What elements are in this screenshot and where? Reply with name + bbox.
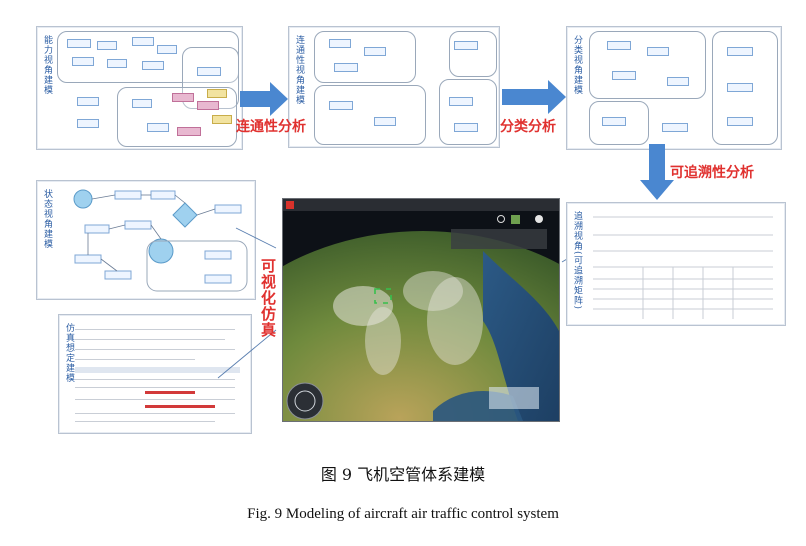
simulation-window [282,198,560,422]
form-line [75,379,235,380]
traceability-label: 追溯视角(可追溯矩阵) [572,211,582,311]
form-area [75,321,245,429]
form-line [75,387,235,388]
state-view-label: 状态视角建模 [42,189,52,249]
connectivity-view-panel: 连通性视角建模 [288,26,500,148]
connectivity-analysis-label: 连通性分析 [236,119,306,135]
connectivity-view-label: 连通性视角建模 [294,35,304,105]
diagram-node [329,101,353,110]
diagram-node [197,67,221,76]
diagram-node [67,39,91,48]
arrow-down [640,144,674,200]
arrow-right-1 [240,82,288,116]
diagram-node [667,77,689,86]
classification-view-label: 分类视角建模 [572,35,582,95]
traceability-panel: 追溯视角(可追溯矩阵) [566,202,786,326]
form-line [75,349,235,350]
state-view-panel: 状态视角建模 [36,180,256,300]
form-header [75,367,240,373]
form-line [75,359,195,360]
diagram-node [449,97,473,106]
simulation-config-panel: 仿真想定建模 [58,314,252,434]
diagram-node [147,123,169,132]
diagram-node [177,127,201,136]
diagram-node [97,41,117,50]
diagram-node [197,101,219,110]
figure-caption-chinese: 图 9 飞机空管体系建模 [320,465,486,484]
arrow-right-2 [502,80,566,114]
form-line [75,399,235,400]
diagram-node [727,83,753,92]
window-titlebar [283,199,559,211]
classification-view-panel: 分类视角建模 [566,26,782,150]
diagram-node [72,57,94,66]
diagram-node [727,117,753,126]
diagram-node [602,117,626,126]
figure-caption-english: Fig. 9 Modeling of aircraft air traffic … [247,506,559,522]
diagram-node [607,41,631,50]
traceability-analysis-label: 可追溯性分析 [670,165,754,181]
diagram-node [132,37,154,46]
visual-simulation-label: 可视化仿真 [259,258,277,338]
diagram-node [77,119,99,128]
form-line [75,339,225,340]
progress-bar [145,405,215,408]
diagram-node [727,47,753,56]
diagram-node [212,115,232,124]
form-line [75,421,215,422]
traceability-matrix [593,216,773,319]
diagram-node [662,123,688,132]
capability-view-panel: 能力视角建模 [36,26,243,150]
diagram-node [334,63,358,72]
globe-view [283,211,559,421]
diagram-node [454,41,478,50]
diagram-node [207,89,227,98]
diagram-node [157,45,177,54]
classification-analysis-label: 分类分析 [500,119,556,135]
diagram-group [449,31,497,77]
diagram-node [364,47,386,56]
diagram-node [172,93,194,102]
diagram-node [132,99,152,108]
diagram-group [439,79,497,145]
diagram-node [77,97,99,106]
app-logo [286,201,294,209]
diagram-node [647,47,669,56]
diagram-node [329,39,351,48]
state-diagram [73,189,248,292]
diagram-node [142,61,164,70]
form-line [75,413,235,414]
diagram-node [612,71,636,80]
diagram-node [374,117,396,126]
form-line [75,329,235,330]
capability-view-label: 能力视角建模 [42,35,52,95]
diagram-node [454,123,478,132]
diagram-group [314,85,426,145]
diagram-node [107,59,127,68]
progress-bar [145,391,195,394]
simulation-config-label: 仿真想定建模 [64,323,74,383]
